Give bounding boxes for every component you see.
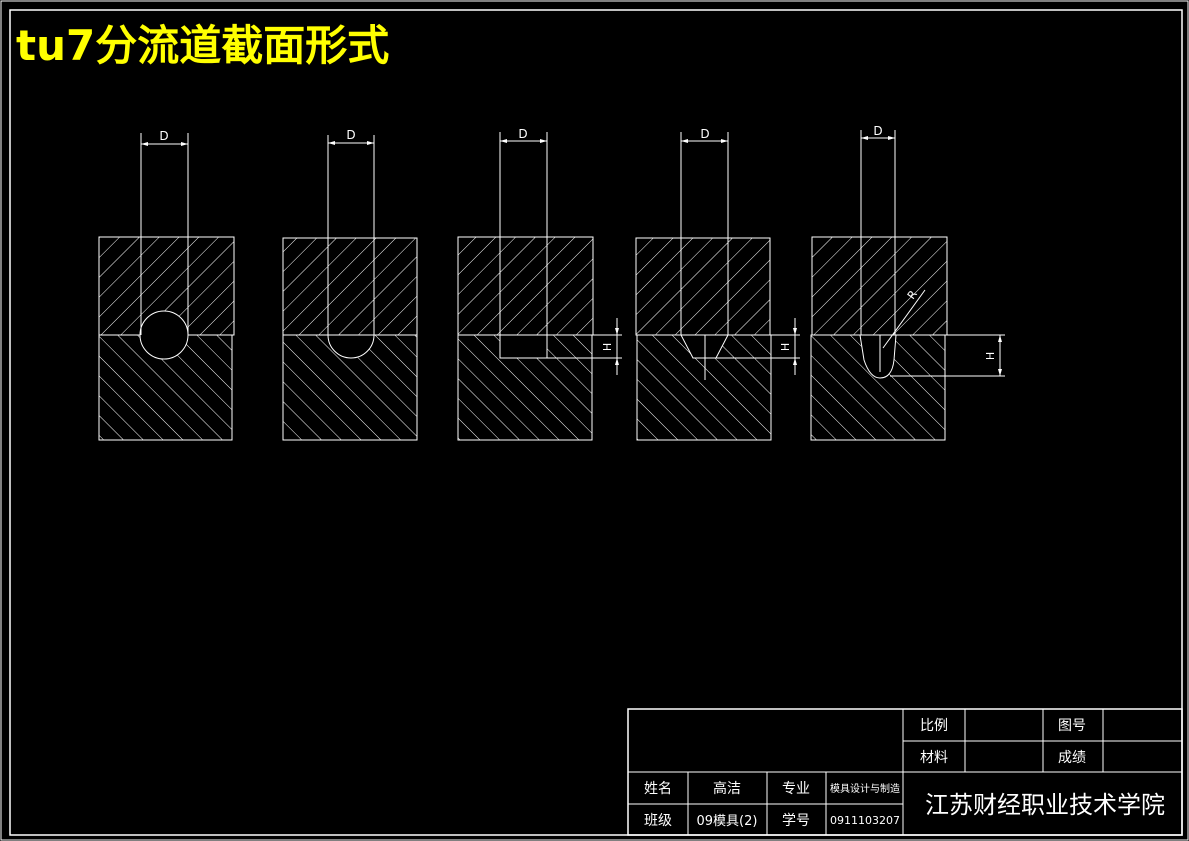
section-rectangular: D H xyxy=(457,127,622,441)
upper-plate xyxy=(635,237,771,336)
section-circular: D xyxy=(98,129,235,441)
section-u-shaped: R D H xyxy=(810,124,1005,441)
section-trapezoidal: D H xyxy=(635,127,800,441)
dimension-h-label: H xyxy=(601,343,614,351)
dimension-d-label: D xyxy=(700,127,709,141)
major-value: 模具设计与制造 xyxy=(830,782,900,795)
drawing-no-label: 图号 xyxy=(1058,718,1086,734)
title-block: 比例 图号 材料 成绩 姓名 高洁 专业 模具设计与制造 班级 09模具(2) … xyxy=(627,708,1183,836)
school-name: 江苏财经职业技术学院 xyxy=(925,791,1165,819)
dimension-d-label: D xyxy=(873,124,882,138)
runner-u-channel xyxy=(859,334,897,379)
inner-frame xyxy=(9,9,1183,836)
name-value: 高洁 xyxy=(713,780,741,797)
student-no-value: 0911103207 xyxy=(830,814,900,827)
runner-semicircle xyxy=(327,334,375,359)
dimension-d-label: D xyxy=(159,129,168,143)
upper-plate xyxy=(811,236,948,336)
upper-plate xyxy=(282,237,418,336)
major-label: 专业 xyxy=(782,781,810,797)
dimension-h-label: H xyxy=(779,343,792,351)
student-no-label: 学号 xyxy=(782,813,810,829)
grade-label: 成绩 xyxy=(1058,750,1086,766)
material-label: 材料 xyxy=(920,750,948,766)
class-value: 09模具(2) xyxy=(697,814,758,829)
upper-plate xyxy=(457,236,594,336)
dimension-d-label: D xyxy=(346,128,355,142)
section-semicircular: D xyxy=(282,128,418,441)
name-label: 姓名 xyxy=(644,781,672,797)
radius-leader xyxy=(882,289,926,349)
dimension-h-label: H xyxy=(984,352,997,360)
runner-circle xyxy=(139,310,189,360)
runner-rectangle xyxy=(499,334,548,359)
class-label: 班级 xyxy=(644,813,672,829)
dimension-d-label: D xyxy=(518,127,527,141)
drawing-title: tu7分流道截面形式 xyxy=(16,21,389,70)
lower-plate xyxy=(636,334,772,441)
scale-label: 比例 xyxy=(920,718,948,734)
